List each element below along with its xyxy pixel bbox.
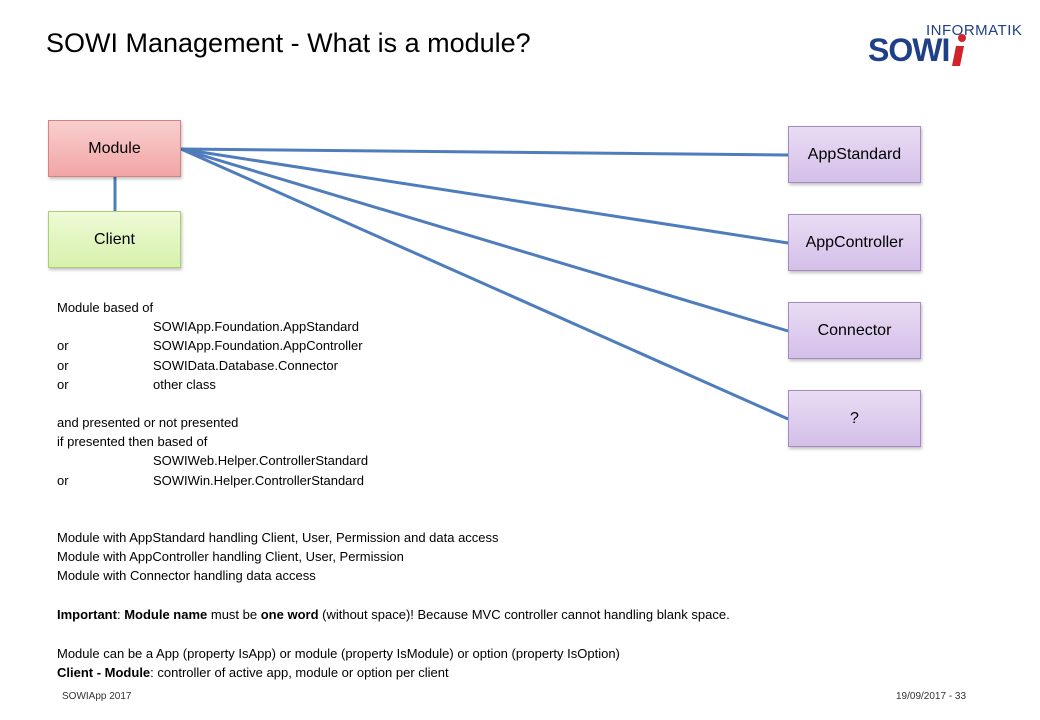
- appcontroller-box: AppController: [788, 214, 921, 271]
- module-appcontroller-connector: [180, 147, 789, 245]
- footer-left: SOWIApp 2017: [62, 691, 132, 702]
- important-text: must be: [207, 607, 261, 622]
- based-of-value: SOWIApp.Foundation.AppStandard: [153, 319, 359, 335]
- client-module-label: Client - Module: [57, 665, 151, 681]
- handling-line: Module with AppStandard handling Client,…: [57, 530, 499, 545]
- handling-line: Module with Connector handling data acce…: [57, 568, 316, 584]
- important-bold: one word: [260, 607, 319, 622]
- presented-line: and presented or not presented: [57, 415, 239, 430]
- module-appstandard-connector: [180, 147, 789, 157]
- module-unknown-connector: [180, 147, 789, 421]
- presented-value: SOWIWeb.Helper.ControllerStandard: [153, 453, 369, 469]
- unknown-box: ?: [788, 390, 921, 447]
- module-box: Module: [48, 120, 181, 177]
- presented-value: SOWIWin.Helper.ControllerStandard: [153, 472, 364, 488]
- connector-box: Connector: [788, 302, 921, 359]
- based-of-prefix: or: [57, 357, 69, 373]
- module-connector-connector: [180, 147, 789, 333]
- based-of-line: Module based of: [57, 300, 154, 315]
- based-of-value: SOWIApp.Foundation.AppController: [153, 338, 363, 354]
- important-bold: Module name: [124, 607, 208, 622]
- based-of-value: SOWIData.Database.Connector: [153, 357, 338, 373]
- handling-line: Module with AppController handling Clien…: [57, 549, 404, 565]
- based-of-value: other class: [153, 376, 216, 392]
- sowi-logo: INFORMATIK SOWI: [864, 18, 1036, 70]
- appstandard-box: AppStandard: [788, 126, 921, 183]
- based-of-prefix: or: [57, 376, 69, 392]
- logo-i-icon: [952, 34, 966, 66]
- important-text: (without space)! Because MVC controller …: [318, 607, 730, 622]
- logo-top-text: INFORMATIK: [926, 22, 1023, 39]
- module-types-line: Module can be a App (property IsApp) or …: [57, 646, 620, 661]
- client-module-text: : controller of active app, module or op…: [150, 665, 449, 681]
- presented-prefix: or: [57, 472, 69, 488]
- logo-main-text: SOWI: [868, 32, 950, 68]
- page-title: SOWI Management - What is a module?: [46, 28, 531, 58]
- important-text: :: [116, 607, 125, 622]
- client-box: Client: [48, 211, 181, 268]
- presented-line: if presented then based of: [57, 434, 208, 450]
- important-label: Important: [57, 607, 117, 622]
- footer-right: 19/09/2017 - 33: [896, 691, 967, 702]
- based-of-prefix: or: [57, 338, 69, 354]
